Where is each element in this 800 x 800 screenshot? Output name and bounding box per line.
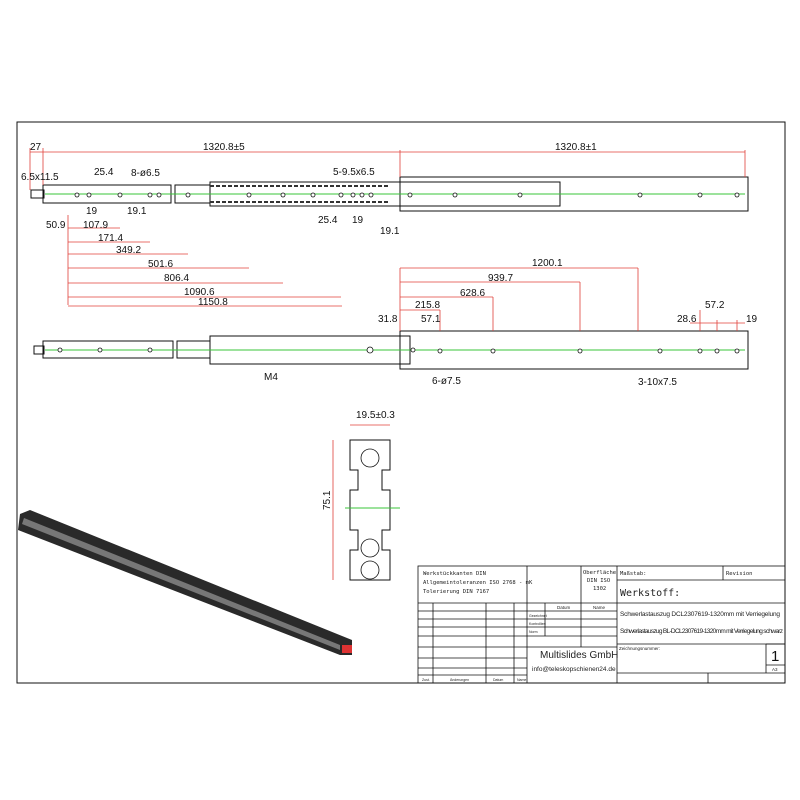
dim-19: 19 xyxy=(86,206,98,217)
row-drawn: Gezeichnet xyxy=(529,614,547,618)
note-1: Werkstückkanten DIN xyxy=(423,571,486,577)
surface-1: Oberfläche xyxy=(583,570,616,576)
description-2: Schwerlastauszug BL-DCL2307619-1320mm mi… xyxy=(620,628,783,635)
surface-2: DIN ISO xyxy=(587,578,610,584)
dim-25-4: 25.4 xyxy=(94,167,114,178)
dim-31-8: 31.8 xyxy=(378,314,398,325)
description-1: Schwerlastauszug DCL2307619-1320mm mit V… xyxy=(620,611,780,618)
dim-total-open: 1320.8±1 xyxy=(555,142,597,153)
dim-501-6: 501.6 xyxy=(148,259,173,270)
sheet-number: 1 xyxy=(771,648,779,665)
dim-939-7: 939.7 xyxy=(488,273,513,284)
dim-806-4: 806.4 xyxy=(164,273,189,284)
footer-changes: Änderungen xyxy=(450,678,469,682)
revision-label: Revision xyxy=(726,571,753,577)
dim-3-slots: 3-10x7.5 xyxy=(638,377,677,388)
dim-6-holes: 6-ø7.5 xyxy=(432,376,461,387)
date-column: Datum xyxy=(557,605,571,610)
footer-date: Datum xyxy=(493,678,503,682)
dim-50-9: 50.9 xyxy=(46,220,66,231)
row-checked: Kontrolliert xyxy=(529,622,546,626)
dim-171-4: 171.4 xyxy=(98,233,123,244)
rail-photo xyxy=(18,510,352,655)
title-block-grid xyxy=(417,565,786,684)
scale-label: Maßstab: xyxy=(620,571,647,577)
company-name: Multislides GmbH xyxy=(540,650,618,661)
dim-628-6: 628.6 xyxy=(460,288,485,299)
side-view-dimension-lines xyxy=(399,267,745,331)
dim-19-1-b: 19.1 xyxy=(380,226,400,237)
side-view-rail xyxy=(33,330,749,370)
row-norm: Norm xyxy=(529,630,538,634)
top-view-rail xyxy=(30,176,749,212)
dim-total-closed: 1320.8±5 xyxy=(203,142,245,153)
dim-5-slots: 5-9.5x6.5 xyxy=(333,167,375,178)
footer-status: Zust. xyxy=(422,678,430,682)
section-height: 75.1 xyxy=(322,490,333,510)
company-email: info@teleskopschienen24.de xyxy=(532,666,616,673)
surface-3: 1302 xyxy=(593,586,606,592)
drawing-frame xyxy=(16,121,786,684)
paper-format: A3 xyxy=(772,667,778,672)
top-view-dimension-lines xyxy=(29,148,746,307)
dim-slot: 6.5x11.5 xyxy=(21,172,59,183)
dim-28-6: 28.6 xyxy=(677,314,697,325)
dim-25-4-b: 25.4 xyxy=(318,215,338,226)
dim-19-1: 19.1 xyxy=(127,206,147,217)
dim-19-side: 19 xyxy=(746,314,758,325)
dim-107-9: 107.9 xyxy=(83,220,108,231)
cross-section xyxy=(332,424,400,581)
note-2: Allgemeintoleranzen ISO 2768 - mK xyxy=(423,580,533,586)
dim-1200-1: 1200.1 xyxy=(532,258,563,269)
section-width: 19.5±0.3 xyxy=(356,410,395,421)
dim-57-2: 57.2 xyxy=(705,300,725,311)
dim-1150-8: 1150.8 xyxy=(198,297,228,308)
material-label: Werkstoff: xyxy=(620,588,680,599)
dim-215-8: 215.8 xyxy=(415,300,440,311)
footer-name: Name xyxy=(517,678,526,682)
note-3: Tolerierung DIN 7167 xyxy=(423,589,489,595)
dim-8-holes: 8-ø6.5 xyxy=(131,168,160,179)
dim-m4: M4 xyxy=(264,372,278,383)
dim-1090-6: 1090.6 xyxy=(184,287,215,298)
dim-27: 27 xyxy=(30,142,42,153)
drawing-number-label: Zeichnungsnummer: xyxy=(619,646,660,651)
dim-57-1: 57.1 xyxy=(421,314,441,325)
dim-19-b: 19 xyxy=(352,215,364,226)
name-column: Name xyxy=(593,605,606,610)
dim-349-2: 349.2 xyxy=(116,245,141,256)
